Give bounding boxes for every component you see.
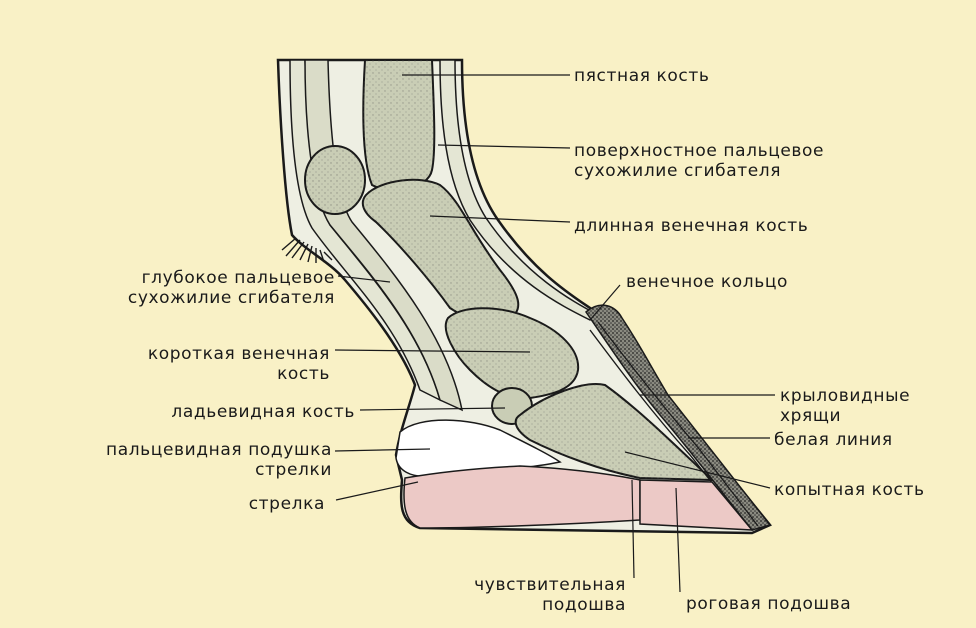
label-coronary-band: венечное кольцо	[626, 272, 788, 292]
label-coffin-bone: копытная кость	[774, 480, 925, 500]
label-navicular: ладьевидная кость	[171, 402, 355, 422]
label-horny-sole: роговая подошва	[686, 594, 852, 614]
label-frog: стрелка	[248, 494, 325, 514]
label-digital-cushion: пальцевидная подушка стрелки	[105, 440, 332, 480]
label-superficial-tendon: поверхностное пальцевое сухожилие сгибат…	[574, 141, 825, 181]
label-sensitive-sole: чувствительная подошва	[474, 575, 626, 615]
frog	[403, 465, 641, 529]
label-metacarpal: пястная кость	[574, 66, 710, 86]
leader-lines	[334, 74, 775, 593]
label-short-pastern: короткая венечная кость	[147, 344, 330, 384]
hair-tuft	[281, 237, 333, 263]
horny-sole	[639, 479, 754, 531]
label-deep-tendon: глубокое пальцевое сухожилие сгибателя	[127, 268, 335, 308]
label-lateral-cartilages: крыловидные хрящи	[780, 386, 911, 426]
label-white-line: белая линия	[774, 430, 893, 450]
label-long-pastern: длинная венечная кость	[574, 216, 809, 236]
